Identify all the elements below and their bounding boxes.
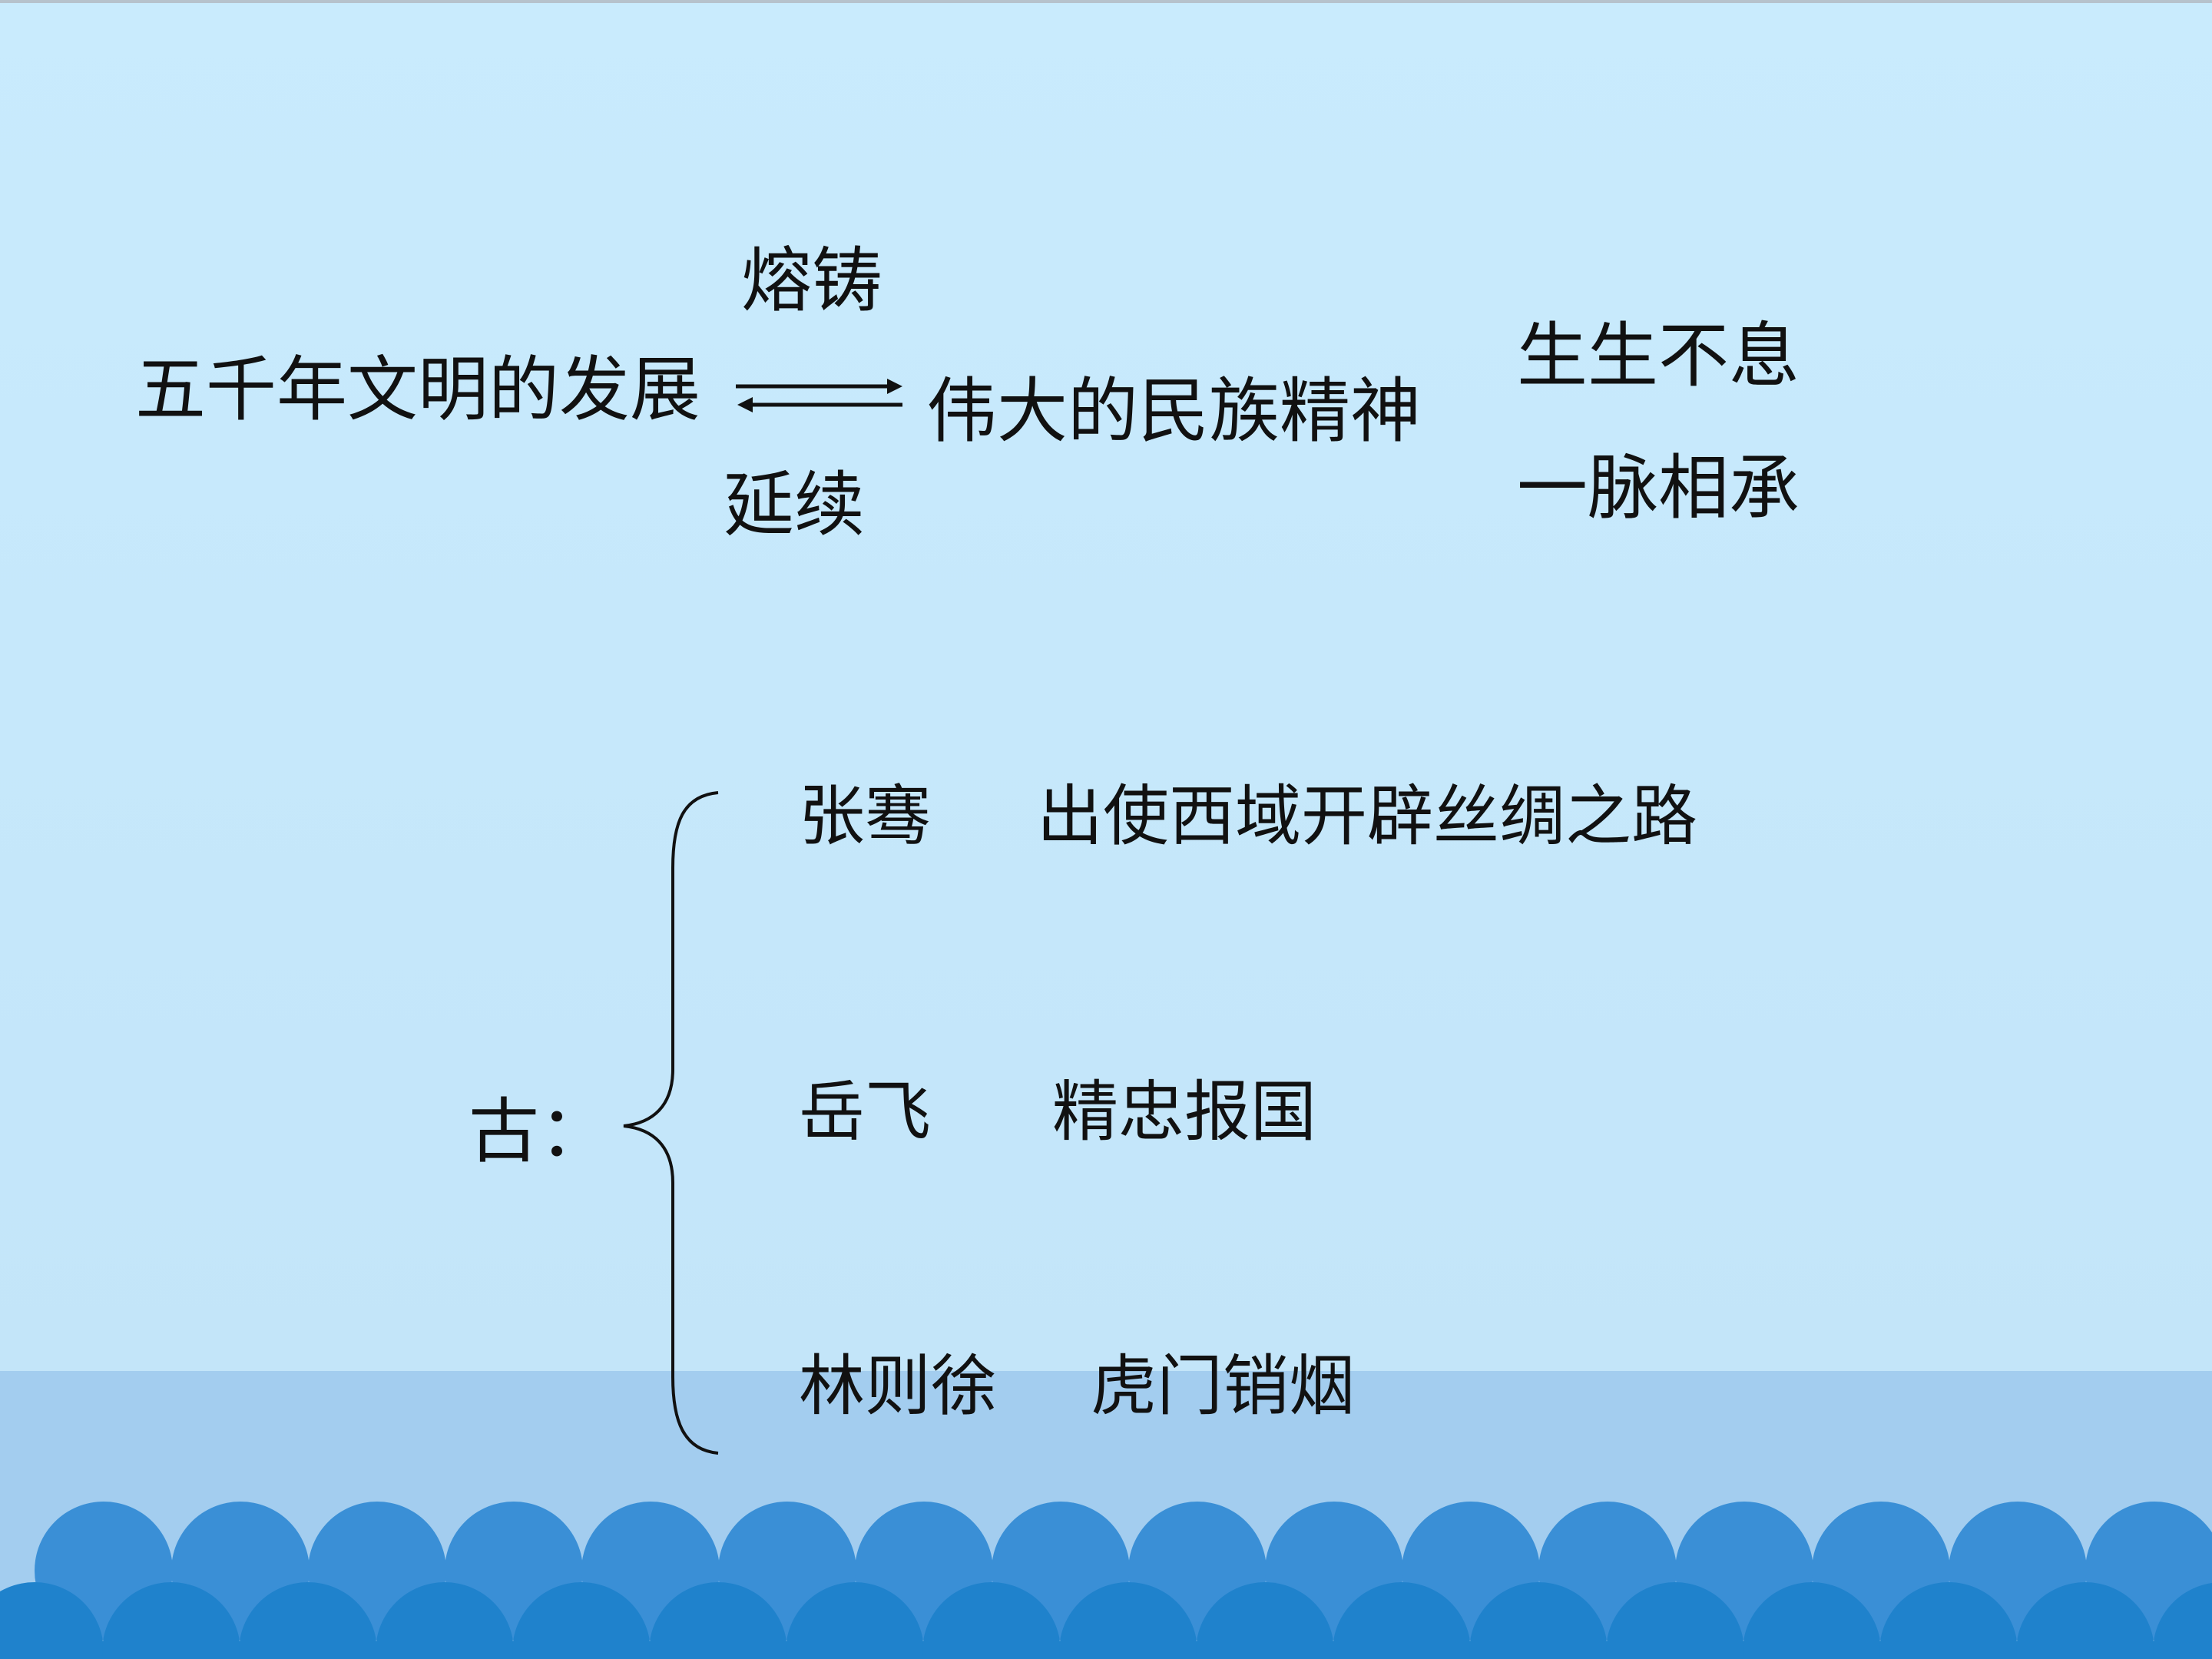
- wave-row-front: [0, 1582, 2212, 1659]
- wave-scallop: [512, 1582, 651, 1659]
- deed-3: 虎门销烟: [1091, 1348, 1355, 1425]
- person-1: 张骞: [799, 778, 931, 855]
- trait-2: 一脉相承: [1517, 447, 1800, 529]
- wave-scallop: [2016, 1582, 2154, 1659]
- arrow-top-label: 熔铸: [741, 240, 883, 322]
- deed-2: 精忠报国: [1052, 1074, 1316, 1151]
- wave-scallop: [2153, 1582, 2212, 1659]
- curly-brace-icon: [623, 791, 719, 1455]
- wave-scallop: [1196, 1582, 1334, 1659]
- wave-scallop: [102, 1582, 240, 1659]
- wave-scallop: [0, 1582, 104, 1659]
- top-border: [0, 0, 2212, 3]
- wave-scallop: [922, 1582, 1061, 1659]
- person-3: 林则徐: [799, 1348, 997, 1425]
- wave-scallop: [1879, 1582, 2018, 1659]
- right-term: 伟大的民族精神: [926, 370, 1422, 452]
- wave-scallop: [1743, 1582, 1881, 1659]
- wave-scallop: [1606, 1582, 1744, 1659]
- wave-scallop: [1469, 1582, 1608, 1659]
- double-arrow-icon: [736, 379, 902, 412]
- person-2: 岳飞: [799, 1074, 931, 1151]
- left-term: 五千年文明的发展: [135, 349, 701, 431]
- wave-scallop: [649, 1582, 787, 1659]
- ancient-label: 古：: [469, 1091, 611, 1173]
- wave-scallop: [239, 1582, 377, 1659]
- wave-scallop: [1333, 1582, 1471, 1659]
- deed-1: 出使西域开辟丝绸之路: [1037, 778, 1697, 855]
- trait-1: 生生不息: [1517, 315, 1800, 397]
- wave-scallop: [376, 1582, 514, 1659]
- arrow-bottom-label: 延续: [724, 464, 866, 546]
- wave-scallop: [1059, 1582, 1197, 1659]
- wave-scallop: [786, 1582, 924, 1659]
